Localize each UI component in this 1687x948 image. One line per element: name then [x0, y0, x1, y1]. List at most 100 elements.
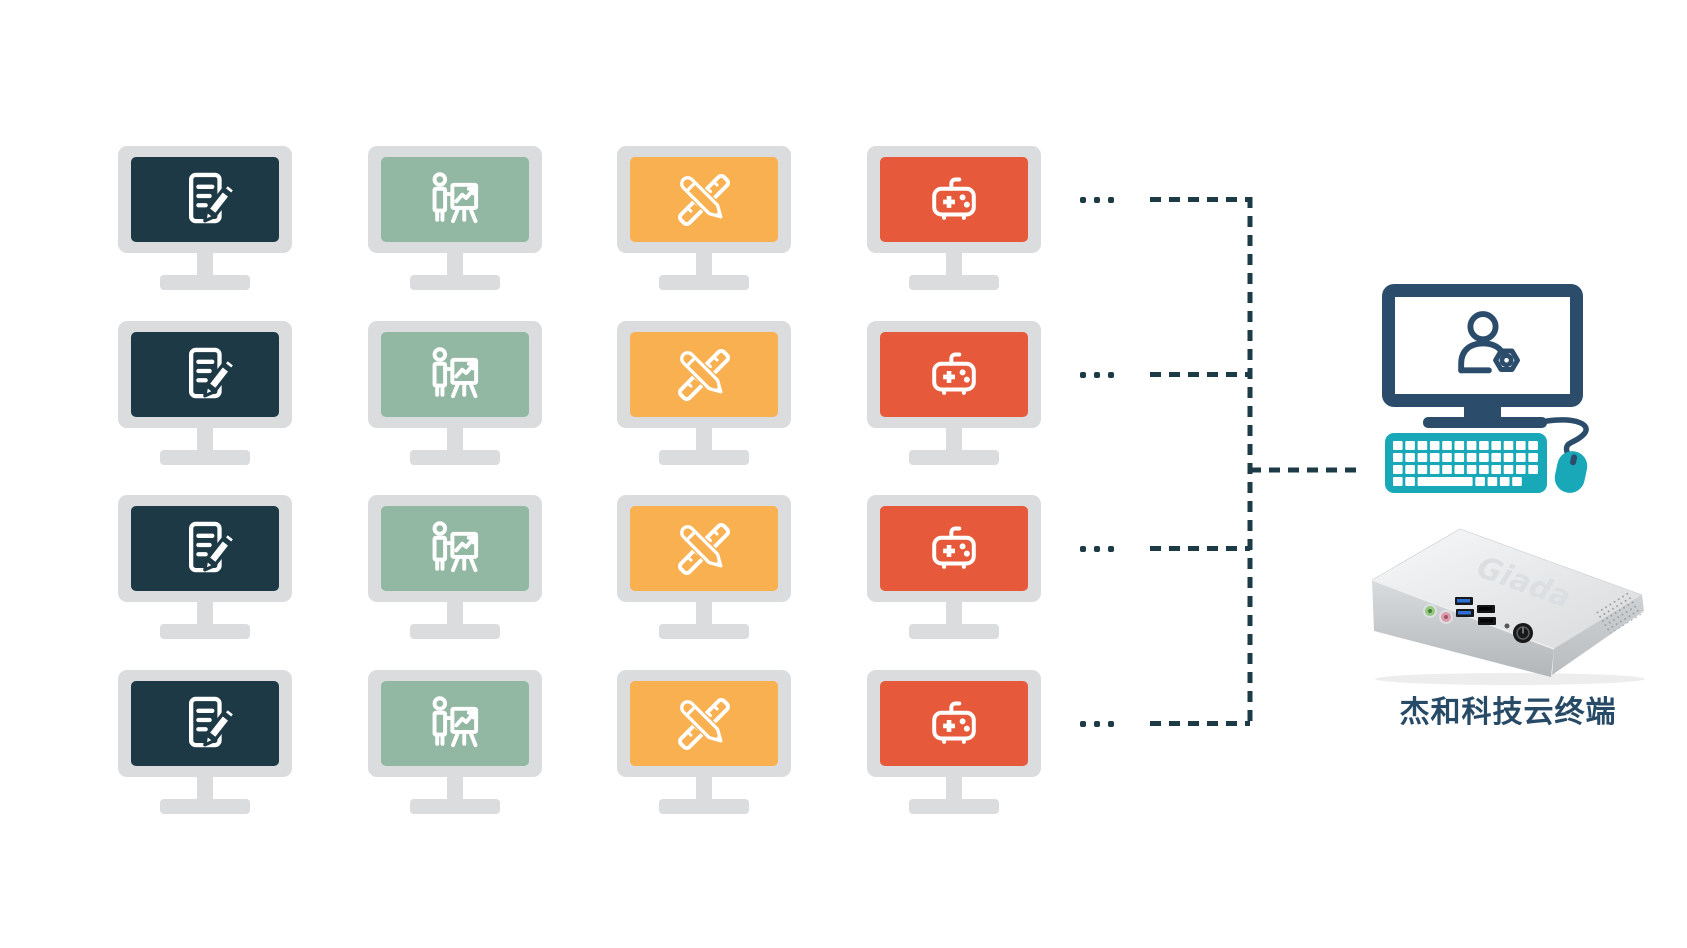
- terminal-monitor-screen: [880, 332, 1028, 417]
- terminal-monitor-screen: [131, 157, 279, 242]
- terminal-monitor-base: [410, 450, 500, 465]
- terminal-monitor-stand: [696, 602, 712, 625]
- three-dots-icon: [1080, 196, 1114, 203]
- user-gear-icon: [1439, 304, 1527, 388]
- terminal-monitor-documents: [118, 321, 292, 465]
- terminal-monitor-screen: [381, 506, 529, 591]
- document-edit-icon: [172, 516, 238, 582]
- reset-hole: [1504, 623, 1510, 629]
- terminal-monitor-design: [617, 495, 791, 639]
- terminal-monitor-screen: [131, 332, 279, 417]
- terminal-monitor-bezel: [617, 321, 791, 428]
- terminal-monitor-screen: [381, 332, 529, 417]
- terminal-monitor-presentation: [368, 670, 542, 814]
- terminal-monitor-base: [160, 275, 250, 290]
- terminal-monitor-stand: [696, 253, 712, 276]
- keyboard: [1385, 433, 1547, 493]
- document-edit-icon: [172, 342, 238, 408]
- terminal-monitor-bezel: [867, 670, 1041, 777]
- three-dots-icon: [1080, 371, 1114, 378]
- terminal-monitor-stand: [946, 253, 962, 276]
- terminal-monitor-base: [659, 450, 749, 465]
- terminal-monitor-screen: [630, 681, 778, 766]
- terminal-monitor-screen: [630, 157, 778, 242]
- admin-monitor-stand: [1464, 405, 1501, 419]
- terminal-monitor-base: [909, 275, 999, 290]
- terminal-monitor-documents: [118, 670, 292, 814]
- terminal-monitor-base: [410, 799, 500, 814]
- ruler-pencil-icon: [671, 691, 737, 757]
- mouse-scroll-notch: [1569, 453, 1578, 466]
- terminal-monitor-screen: [630, 506, 778, 591]
- device-label: 杰和科技云终端: [1399, 695, 1617, 730]
- admin-monitor: [1382, 284, 1583, 407]
- terminal-monitor-bezel: [368, 670, 542, 777]
- terminal-monitor-stand: [197, 777, 213, 800]
- terminal-monitor-bezel: [867, 146, 1041, 253]
- terminal-monitor-bezel: [368, 495, 542, 602]
- three-dots-icon: [1080, 720, 1114, 727]
- terminal-monitor-gaming: [867, 495, 1041, 639]
- power-button: [1513, 623, 1533, 643]
- terminal-monitor-bezel: [617, 146, 791, 253]
- terminal-monitor-presentation: [368, 146, 542, 290]
- admin-monitor-base: [1423, 417, 1547, 428]
- ruler-pencil-icon: [671, 167, 737, 233]
- presentation-chart-icon: [422, 342, 488, 408]
- terminal-monitor-base: [410, 275, 500, 290]
- terminal-monitor-base: [909, 624, 999, 639]
- mouse: [1551, 448, 1591, 496]
- terminal-monitor-stand: [197, 602, 213, 625]
- terminal-monitor-bezel: [867, 321, 1041, 428]
- terminal-monitor-base: [909, 450, 999, 465]
- three-dots-icon: [1080, 545, 1114, 552]
- terminal-monitor-bezel: [867, 495, 1041, 602]
- terminal-monitor-base: [659, 799, 749, 814]
- mouse-cable: [1544, 417, 1589, 455]
- game-controller-icon: [921, 342, 987, 408]
- terminal-monitor-base: [160, 799, 250, 814]
- game-controller-icon: [921, 516, 987, 582]
- ruler-pencil-icon: [671, 516, 737, 582]
- terminal-monitor-stand: [946, 428, 962, 451]
- terminal-monitor-presentation: [368, 321, 542, 465]
- terminal-monitor-base: [160, 450, 250, 465]
- usb3-ports: [1455, 597, 1474, 617]
- presentation-chart-icon: [422, 516, 488, 582]
- terminal-monitor-base: [659, 624, 749, 639]
- terminal-monitor-bezel: [617, 670, 791, 777]
- terminal-monitor-bezel: [118, 146, 292, 253]
- game-controller-icon: [921, 691, 987, 757]
- terminal-monitor-screen: [880, 157, 1028, 242]
- terminal-monitor-bezel: [118, 495, 292, 602]
- terminal-monitor-stand: [696, 777, 712, 800]
- terminal-monitor-screen: [381, 681, 529, 766]
- terminal-monitor-design: [617, 146, 791, 290]
- terminal-monitor-design: [617, 321, 791, 465]
- document-edit-icon: [172, 691, 238, 757]
- terminal-monitor-stand: [447, 777, 463, 800]
- terminal-monitor-screen: [630, 332, 778, 417]
- terminal-monitor-screen: [880, 506, 1028, 591]
- terminal-monitor-gaming: [867, 321, 1041, 465]
- terminal-monitor-documents: [118, 495, 292, 639]
- mini-pc-device: Giada: [1371, 528, 1645, 685]
- terminal-monitor-screen: [880, 681, 1028, 766]
- terminal-monitor-screen: [131, 506, 279, 591]
- usb2-ports: [1477, 605, 1496, 625]
- presentation-chart-icon: [422, 691, 488, 757]
- terminal-monitor-base: [160, 624, 250, 639]
- presentation-chart-icon: [422, 167, 488, 233]
- terminal-monitor-stand: [447, 253, 463, 276]
- document-edit-icon: [172, 167, 238, 233]
- game-controller-icon: [921, 167, 987, 233]
- ruler-pencil-icon: [671, 342, 737, 408]
- terminal-monitor-presentation: [368, 495, 542, 639]
- terminal-monitor-gaming: [867, 670, 1041, 814]
- terminal-monitor-stand: [946, 777, 962, 800]
- terminal-monitor-documents: [118, 146, 292, 290]
- terminal-monitor-stand: [447, 602, 463, 625]
- terminal-monitor-stand: [197, 253, 213, 276]
- terminal-monitor-base: [659, 275, 749, 290]
